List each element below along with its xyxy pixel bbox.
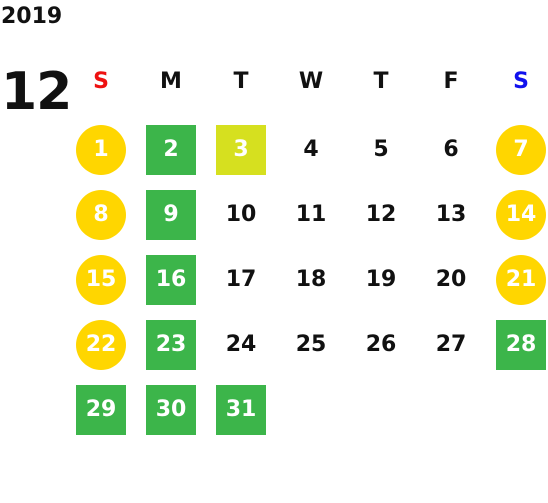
weekday-saturday: S xyxy=(513,69,529,94)
day-cell[interactable]: 17 xyxy=(206,247,276,312)
day-number: 25 xyxy=(295,331,327,357)
day-cell[interactable]: 22 xyxy=(66,312,136,377)
day-cell[interactable]: 5 xyxy=(346,117,416,182)
day-number: 30 xyxy=(146,384,196,435)
day-number: 4 xyxy=(303,136,319,162)
calendar-year: 2019 xyxy=(1,4,63,29)
day-number: 23 xyxy=(146,319,196,370)
day-cell[interactable]: 1 xyxy=(66,117,136,182)
day-cell[interactable]: 15 xyxy=(66,247,136,312)
day-number: 29 xyxy=(76,384,126,435)
day-cell[interactable]: 19 xyxy=(346,247,416,312)
day-number: 8 xyxy=(76,189,126,240)
day-number: 1 xyxy=(76,124,126,175)
day-number: 13 xyxy=(435,201,467,227)
day-number: 22 xyxy=(76,319,126,370)
day-cell[interactable]: 24 xyxy=(206,312,276,377)
day-cell[interactable]: 6 xyxy=(416,117,486,182)
day-number: 5 xyxy=(373,136,389,162)
weekday-tuesday: T xyxy=(233,69,249,94)
day-number: 27 xyxy=(435,331,467,357)
day-cell[interactable]: 2 xyxy=(136,117,206,182)
day-number: 21 xyxy=(496,254,546,305)
day-cell[interactable]: 13 xyxy=(416,182,486,247)
day-cell[interactable]: 4 xyxy=(276,117,346,182)
day-number: 11 xyxy=(295,201,327,227)
day-cell[interactable]: 31 xyxy=(206,377,276,442)
day-number: 2 xyxy=(146,124,196,175)
calendar-month: 12 xyxy=(1,62,72,122)
weekday-thursday: T xyxy=(373,69,389,94)
day-cell[interactable]: 10 xyxy=(206,182,276,247)
day-cell[interactable]: 25 xyxy=(276,312,346,377)
day-number: 15 xyxy=(76,254,126,305)
day-number: 26 xyxy=(365,331,397,357)
day-number: 20 xyxy=(435,266,467,292)
weekday-header: S M T W T F S xyxy=(66,62,548,102)
weekday-monday: M xyxy=(160,69,182,94)
day-number: 18 xyxy=(295,266,327,292)
day-cell[interactable]: 14 xyxy=(486,182,548,247)
day-cell[interactable]: 12 xyxy=(346,182,416,247)
day-number: 14 xyxy=(496,189,546,240)
day-cell[interactable]: 27 xyxy=(416,312,486,377)
day-cell[interactable]: 16 xyxy=(136,247,206,312)
day-number: 10 xyxy=(225,201,257,227)
day-cell[interactable]: 3 xyxy=(206,117,276,182)
day-cell[interactable]: 28 xyxy=(486,312,548,377)
weekday-sunday: S xyxy=(93,69,109,94)
day-cell[interactable]: 8 xyxy=(66,182,136,247)
day-number: 7 xyxy=(496,124,546,175)
day-cell[interactable]: 9 xyxy=(136,182,206,247)
day-number: 16 xyxy=(146,254,196,305)
day-cell[interactable]: 21 xyxy=(486,247,548,312)
day-cell[interactable]: 11 xyxy=(276,182,346,247)
day-number: 3 xyxy=(216,124,266,175)
weekday-friday: F xyxy=(443,69,459,94)
day-cell[interactable]: 29 xyxy=(66,377,136,442)
day-number: 12 xyxy=(365,201,397,227)
day-cell[interactable]: 26 xyxy=(346,312,416,377)
day-cell[interactable]: 30 xyxy=(136,377,206,442)
day-number: 28 xyxy=(496,319,546,370)
day-cell[interactable]: 23 xyxy=(136,312,206,377)
day-number: 24 xyxy=(225,331,257,357)
day-number: 6 xyxy=(443,136,459,162)
day-cell[interactable]: 20 xyxy=(416,247,486,312)
day-cell[interactable]: 7 xyxy=(486,117,548,182)
day-number: 19 xyxy=(365,266,397,292)
weekday-wednesday: W xyxy=(298,69,324,94)
day-number: 17 xyxy=(225,266,257,292)
day-cell[interactable]: 18 xyxy=(276,247,346,312)
day-number: 9 xyxy=(146,189,196,240)
day-number: 31 xyxy=(216,384,266,435)
